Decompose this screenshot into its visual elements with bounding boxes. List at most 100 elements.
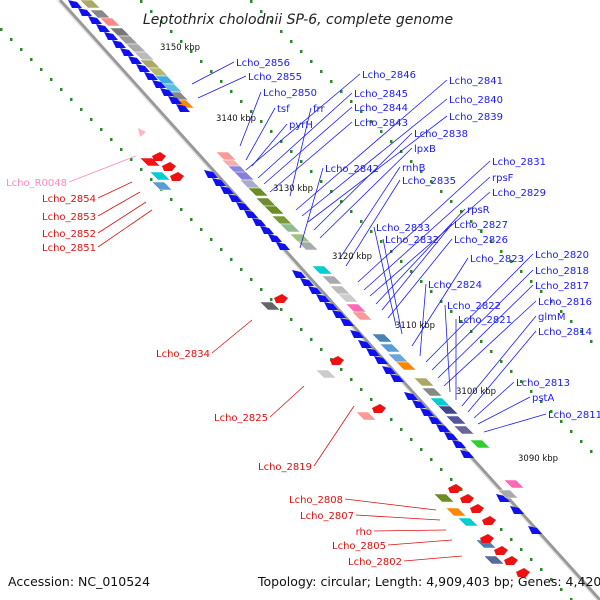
leader-line [411,257,469,347]
forward-gene-block [255,197,277,207]
guide-dot [510,370,513,373]
guide-dot [180,40,183,43]
leader-line [355,514,441,521]
forward-gene-block [215,151,237,161]
leader-line [301,98,448,217]
leader-line [382,238,403,335]
forward-gene-label: Lcho_2842 [325,164,379,175]
guide-dot [160,20,163,23]
forward-gene-block [161,83,183,93]
reverse-gene-arrow [470,504,484,513]
forward-gene-block [263,205,285,215]
forward-gene-label: Lcho_2829 [492,188,546,199]
reverse-gene-label: Lcho_2853 [42,212,96,223]
leader-line [269,385,305,418]
guide-dot [580,440,583,443]
tick-3150: 3150 kbp [160,43,200,53]
leader-line [483,413,547,433]
forward-gene-block [351,311,373,321]
reverse-gene-block [445,507,467,517]
guide-dot [170,198,173,201]
forward-gene-block [387,353,409,363]
forward-gene-label: rnhB [402,163,426,174]
guide-dot [570,320,573,323]
guide-dot [480,340,483,343]
forward-gene-arrow [316,294,330,302]
forward-gene-arrow [292,270,306,278]
leader-lines [68,61,547,562]
tick-3140: 3140 kbp [216,114,256,124]
guide-dot [150,178,153,181]
leader-line [381,223,453,311]
forward-gene-label: Lcho_2814 [538,327,592,338]
guide-dot [140,0,143,3]
forward-gene-label: tsf [277,104,290,115]
forward-gene-arrow [332,310,346,318]
guide-dot [400,260,403,263]
leader-line [363,176,491,291]
guide-dot [350,100,353,103]
forward-gene-block [233,171,255,181]
forward-gene-arrow [220,186,234,194]
leader-line [357,160,491,283]
guide-dot [540,400,543,403]
guide-dot [310,170,313,173]
reverse-gene-label: Lcho_2825 [214,413,268,424]
leader-line [375,208,466,305]
forward-gene-arrow [268,234,282,242]
forward-gene-arrow [510,506,524,514]
leader-line [467,330,537,413]
leader-line [245,107,276,161]
leader-line [211,319,253,354]
leader-line [344,498,437,511]
forward-gene-block [445,415,467,425]
guide-dot [230,90,233,93]
forward-gene-label: Lcho_2844 [354,103,408,114]
forward-gene-arrow [260,226,274,234]
forward-gene-arrow [496,494,510,502]
guide-dot [360,110,363,113]
forward-gene-arrow [68,0,82,8]
guide-dot [530,390,533,393]
forward-gene-block [453,425,475,435]
guide-dot [280,308,283,311]
forward-gene-block [279,223,301,233]
forward-gene-label: pyrH [289,120,313,131]
forward-gene-block [247,187,269,197]
forward-gene-arrow [460,450,474,458]
guide-dot [360,388,363,391]
forward-gene-arrow [78,8,92,16]
leader-line [239,91,262,147]
guide-dot [100,128,103,131]
guide-dot [30,58,33,61]
forward-gene-arrow [212,178,226,186]
forward-gene-label: Lcho_2833 [376,223,430,234]
leader-line [444,304,451,393]
forward-gene-arrow [428,416,442,424]
leader-line [403,555,463,562]
guide-dot [400,150,403,153]
guide-dot [350,378,353,381]
reverse-gene-block [433,493,455,503]
forward-gene-arrow [452,440,466,448]
guide-dot [510,260,513,263]
forward-gene-block [89,9,111,19]
leader-line [477,396,531,425]
forward-gene-block [79,0,101,9]
reverse-gene-arrow [162,162,176,171]
guide-dot [240,100,243,103]
guide-dot [290,150,293,153]
reverse-gene-label: Lcho_2819 [258,462,312,473]
forward-gene-block [345,303,367,313]
tick-3090: 3090 kbp [518,454,558,464]
guide-dot [170,30,173,33]
forward-gene-label: Lcho_2835 [402,176,456,187]
guide-dot [530,280,533,283]
reverse-gene-block [259,301,281,311]
reverse-gene-arrow [516,568,530,577]
gene-features [68,0,542,577]
forward-gene-arrow [160,88,174,96]
guide-dot [590,340,593,343]
guide-dot [60,88,63,91]
forward-gene-label: Lcho_2811 [548,410,600,421]
